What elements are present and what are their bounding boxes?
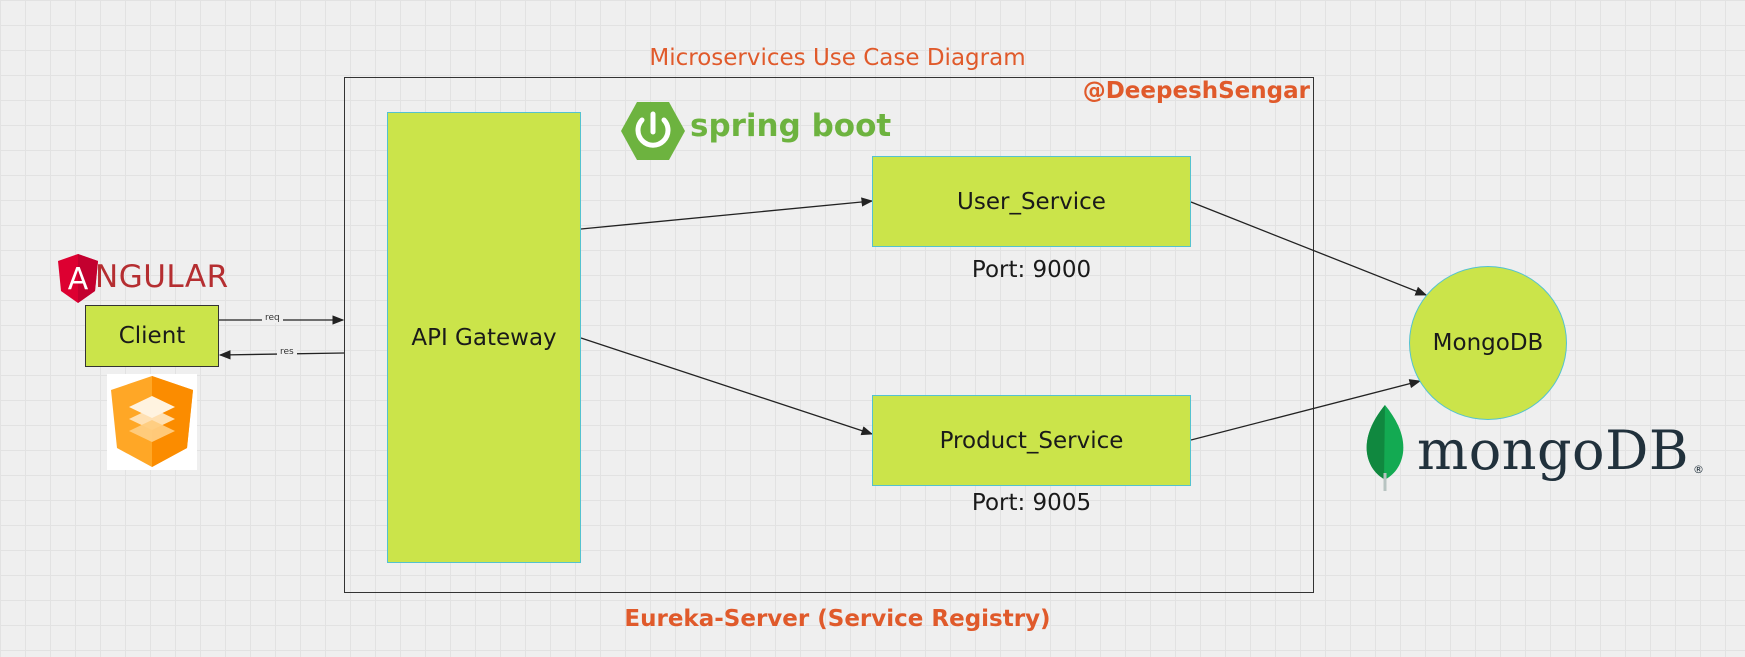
product-service-label: Product_Service bbox=[939, 427, 1124, 454]
mongodb-label: MongoDB bbox=[1432, 330, 1544, 356]
mongodb-wordmark: mongoDB bbox=[1417, 419, 1690, 482]
mongodb-node[interactable]: MongoDB bbox=[1409, 266, 1567, 420]
user-service-port: Port: 9000 bbox=[971, 257, 1092, 283]
mongodb-leaf-icon bbox=[1366, 405, 1404, 491]
angular-wordmark: NGULAR bbox=[95, 259, 229, 295]
angular-logo-letter: A bbox=[68, 262, 89, 297]
response-label: res bbox=[277, 347, 297, 357]
registry-label: Eureka-Server (Service Registry) bbox=[624, 606, 1051, 632]
product-service-node[interactable]: Product_Service bbox=[872, 395, 1191, 486]
author-credit: @DeepeshSengar bbox=[1082, 78, 1310, 104]
client-node[interactable]: Client bbox=[85, 305, 219, 367]
arrow-product-service-to-mongodb bbox=[1190, 379, 1422, 441]
spring-boot-wordmark: spring boot bbox=[690, 108, 892, 144]
registered-mark: ® bbox=[1693, 463, 1704, 476]
arrow-gateway-to-user-service bbox=[580, 197, 874, 230]
angular-logo-icon: A bbox=[58, 254, 98, 303]
arrow-gateway-to-product-service bbox=[580, 337, 874, 436]
user-service-label: User_Service bbox=[957, 188, 1106, 215]
service-registry-frame[interactable] bbox=[344, 77, 1314, 593]
angular-material-logo-icon bbox=[107, 374, 197, 470]
arrow-user-service-to-mongodb bbox=[1190, 201, 1428, 296]
api-gateway-label: API Gateway bbox=[411, 324, 557, 351]
request-label: req bbox=[262, 313, 283, 323]
spring-boot-power-icon bbox=[621, 102, 685, 160]
client-label: Client bbox=[118, 323, 186, 349]
api-gateway-node[interactable]: API Gateway bbox=[387, 112, 581, 563]
diagram-title: Microservices Use Case Diagram bbox=[649, 45, 1026, 71]
product-service-port: Port: 9005 bbox=[971, 490, 1092, 516]
user-service-node[interactable]: User_Service bbox=[872, 156, 1191, 247]
